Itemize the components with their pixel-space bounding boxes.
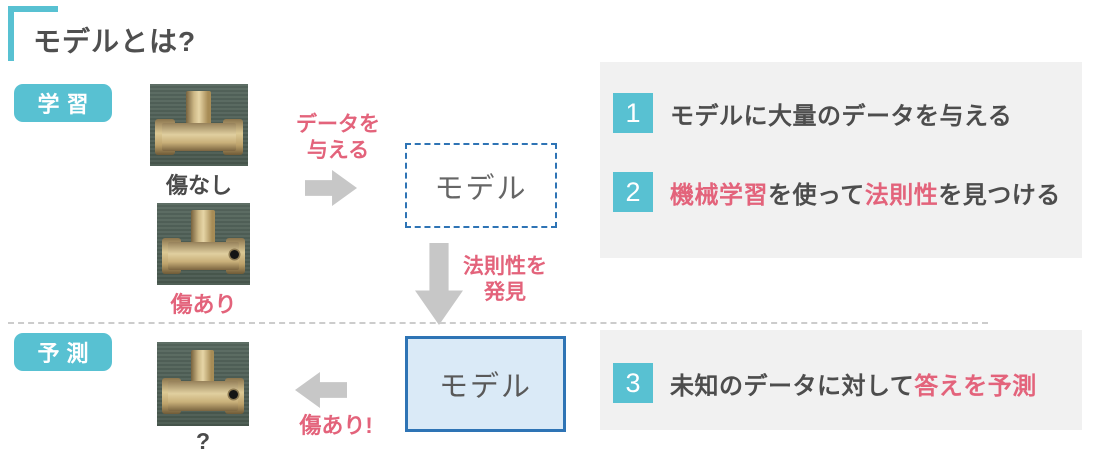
model-box-prediction: モデル — [405, 336, 566, 432]
defect-dot — [229, 249, 239, 259]
give-data-line2: 与える — [306, 139, 370, 163]
step-row-3: 3 未知のデータに対して答えを予測 — [613, 363, 1037, 403]
step-text: モデルに大量のデータを与える — [670, 102, 1013, 130]
phase-divider — [8, 322, 988, 324]
sample-label-unknown: ? — [195, 428, 211, 454]
arrow-left-icon — [295, 372, 347, 408]
defect-dot — [228, 389, 238, 399]
fitting-body — [168, 381, 238, 411]
title-corner-bracket-vertical — [8, 6, 14, 61]
fitting-vertical-branch — [191, 349, 215, 387]
give-data-annotation: データを 与える — [276, 112, 400, 165]
discover-line2: 発見 — [484, 281, 526, 305]
step-row-2: 2 機械学習を使って法則性を見つける — [613, 172, 1061, 212]
sample-photo-defect — [157, 203, 250, 285]
sample-photo-unknown — [157, 342, 249, 426]
steps-panel-prediction — [600, 330, 1082, 430]
sample-photo-no-defect — [150, 84, 248, 166]
page-title: モデルとは? — [33, 26, 197, 57]
step-number-badge: 3 — [613, 363, 653, 403]
step-number-badge: 1 — [613, 93, 653, 133]
prediction-phase-badge: 予測 — [14, 333, 112, 371]
fitting-body — [161, 122, 237, 152]
steps-panel-training — [600, 62, 1082, 258]
step-text: 未知のデータに対して答えを予測 — [670, 372, 1037, 400]
sample-label-defect: 傷あり — [170, 292, 237, 317]
arrow-right-icon — [305, 170, 357, 206]
discover-rules-annotation: 法則性を 発見 — [453, 254, 557, 307]
learning-phase-badge: 学習 — [14, 84, 112, 122]
title-corner-bracket-horizontal — [8, 6, 58, 12]
step-row-1: 1 モデルに大量のデータを与える — [613, 93, 1012, 133]
prediction-result-annotation: 傷あり! — [299, 413, 373, 438]
sample-label-no-defect: 傷なし — [165, 173, 232, 198]
model-box-training: モデル — [405, 143, 557, 228]
give-data-line1: データを — [296, 113, 380, 136]
discover-line1: 法則性を — [463, 255, 547, 278]
step-text: 機械学習を使って法則性を見つける — [670, 181, 1061, 209]
fitting-body — [168, 241, 239, 271]
step-number-badge: 2 — [613, 172, 653, 212]
fitting-vertical-branch — [186, 91, 211, 128]
fitting-vertical-branch — [191, 210, 215, 247]
